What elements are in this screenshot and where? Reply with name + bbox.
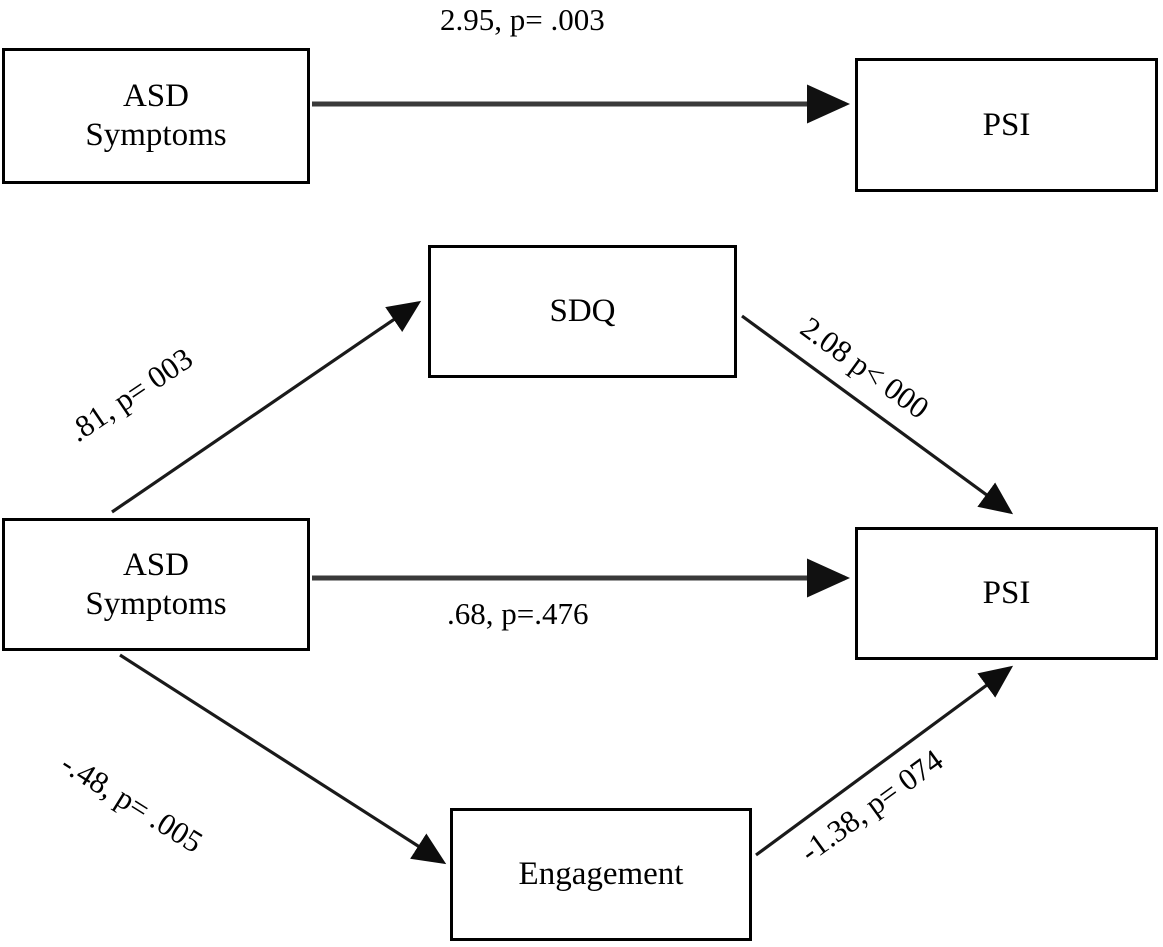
edge-label-asd-to-sdq: .81, p= 003	[62, 341, 199, 450]
node-asd-symptoms-mid[interactable]: ASD Symptoms	[2, 518, 310, 651]
node-engagement[interactable]: Engagement	[450, 808, 752, 941]
node-label-psi-top: PSI	[982, 106, 1031, 143]
edge-label-engagement-to-psi: -1.38, p= 074	[793, 742, 950, 869]
node-label-asd-symptoms-mid: ASD Symptoms	[85, 546, 227, 622]
edge-engagement-to-psi	[755, 665, 1014, 857]
edge-label-text-top: 2.95, p= .003	[440, 2, 605, 37]
edge-label-text-sdq-psi: 2.08 p< 000	[794, 309, 936, 426]
edge-label-text-asd-eng: -.48, p= .005	[55, 745, 209, 860]
node-asd-symptoms-top[interactable]: ASD Symptoms	[2, 48, 310, 184]
edge-label-text-eng-psi: -1.38, p= 074	[793, 742, 950, 869]
node-psi-mid[interactable]: PSI	[855, 527, 1158, 660]
node-sdq[interactable]: SDQ	[428, 245, 737, 378]
edge-asd-to-sdq	[111, 300, 422, 514]
edge-label-text-asd-psi: .68, p=.476	[447, 596, 589, 631]
edge-label-asd-to-engagement: -.48, p= .005	[55, 745, 209, 860]
edge-label-asd-top-to-psi-top: 2.95, p= .003	[440, 2, 605, 38]
node-label-asd-symptoms-top: ASD Symptoms	[85, 78, 227, 153]
edge-label-text-asd-sdq: .81, p= 003	[62, 340, 199, 449]
edge-sdq-to-psi	[741, 314, 1014, 515]
node-psi-top[interactable]: PSI	[855, 58, 1158, 192]
node-label-engagement: Engagement	[518, 856, 684, 893]
edge-label-asd-to-psi: .68, p=.476	[447, 596, 588, 632]
edge-label-sdq-to-psi: 2.08 p< 000	[794, 309, 936, 427]
node-label-sdq: SDQ	[549, 293, 616, 330]
node-label-psi-mid: PSI	[982, 575, 1031, 612]
